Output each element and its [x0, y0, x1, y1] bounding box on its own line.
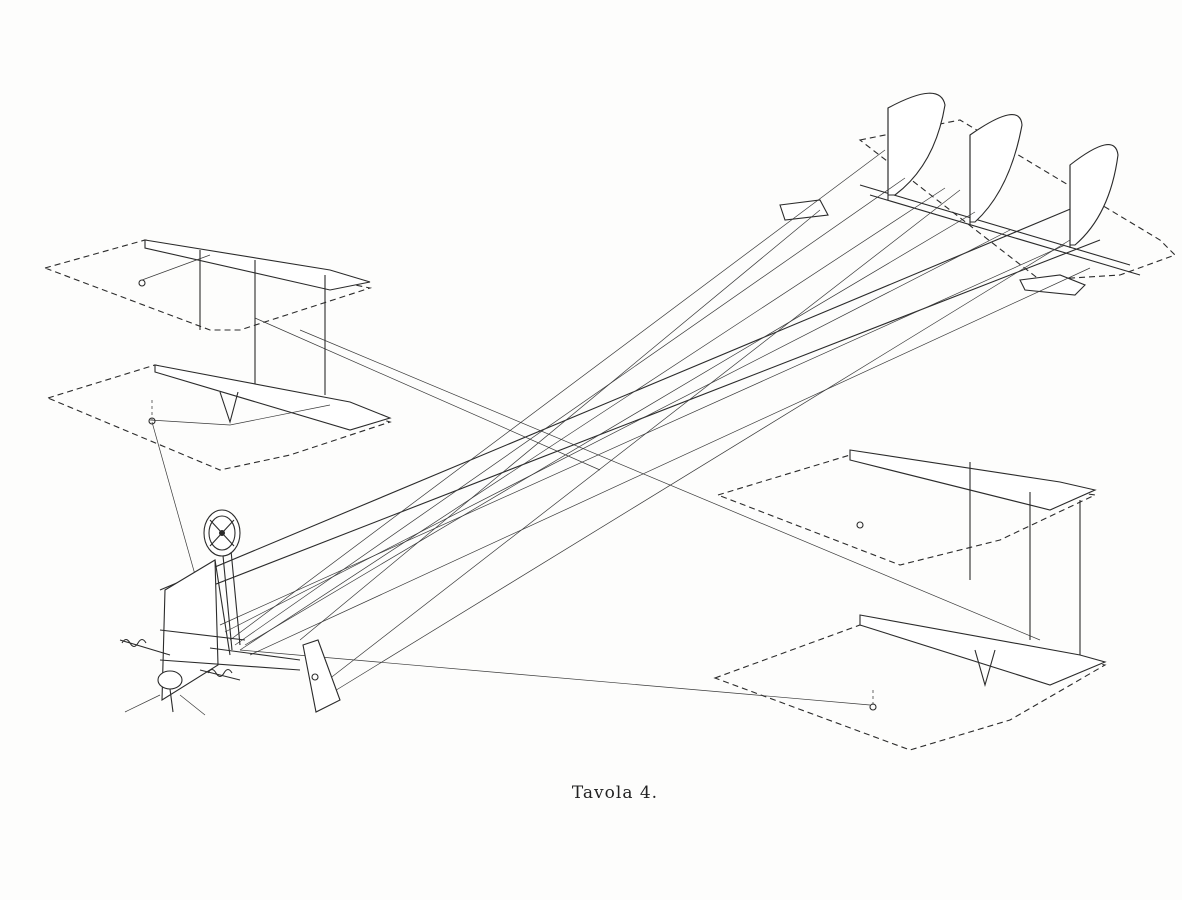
rudder-bar-springs — [119, 638, 241, 716]
upper-left-wing-bottom — [46, 364, 392, 471]
lower-right-wing-top — [716, 449, 1097, 660]
plate-caption: Tavola 4. — [571, 783, 659, 803]
upper-left-wing-top — [43, 239, 373, 395]
tail-plane — [779, 119, 1176, 296]
control-assembly — [159, 539, 341, 713]
tail-fin-right — [1069, 144, 1119, 248]
lower-right-wing-bottom — [713, 614, 1107, 751]
aircraft-control-rigging-drawing — [43, 92, 1176, 751]
control-cables — [151, 149, 1091, 706]
tail-fin-left — [887, 92, 946, 200]
control-wheel — [203, 509, 241, 557]
tail-fin-center — [969, 114, 1023, 225]
